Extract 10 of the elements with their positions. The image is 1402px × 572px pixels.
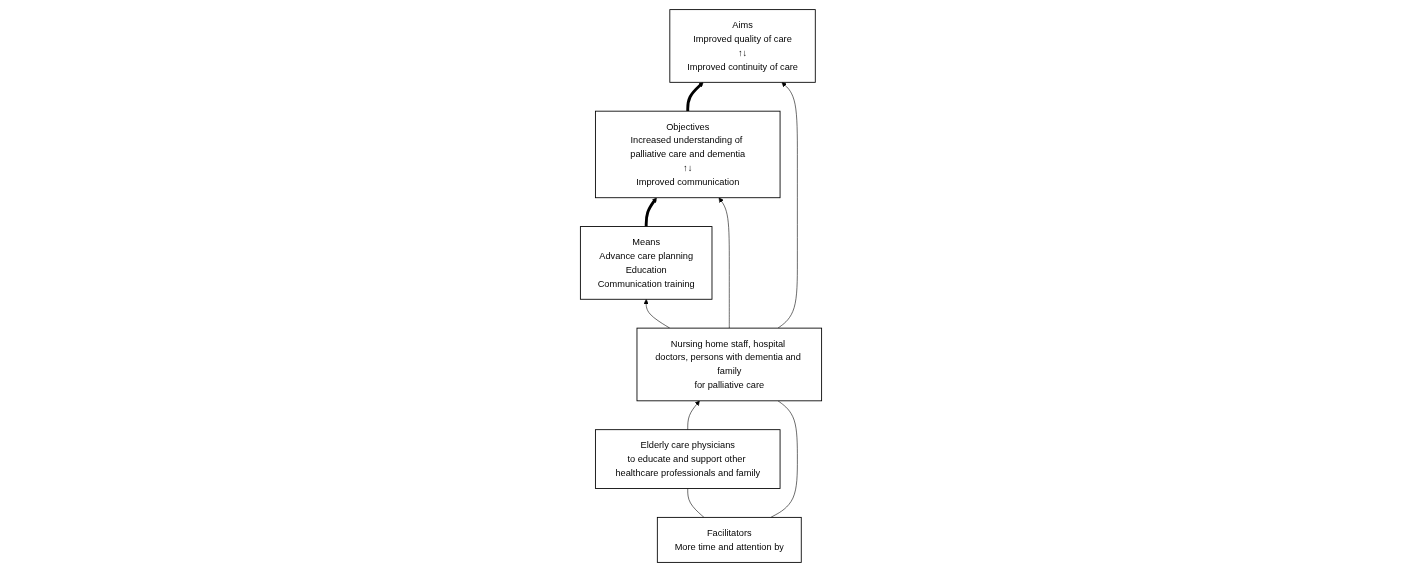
arrow: [686, 82, 704, 112]
connector: [687, 488, 705, 518]
node-box: Elderly care physicians to educate and support other healthcare professionals and family: [595, 429, 781, 489]
node-box: Nursing home staff, hospital doctors, persons with dementia and family for palliative care: [636, 327, 823, 402]
connector: [770, 400, 798, 518]
node-box: Aims Improved quality of care ↑↓ Improved continuity of care: [669, 9, 816, 83]
node-box: Facilitators More time and attention by: [656, 516, 802, 563]
node-box: Objectives Increased understanding of palliative care and dementia ↑↓ Improved communication: [595, 110, 781, 199]
node-box: Means Advance care planning Education Communication training: [579, 226, 713, 300]
arrow: [644, 197, 657, 227]
